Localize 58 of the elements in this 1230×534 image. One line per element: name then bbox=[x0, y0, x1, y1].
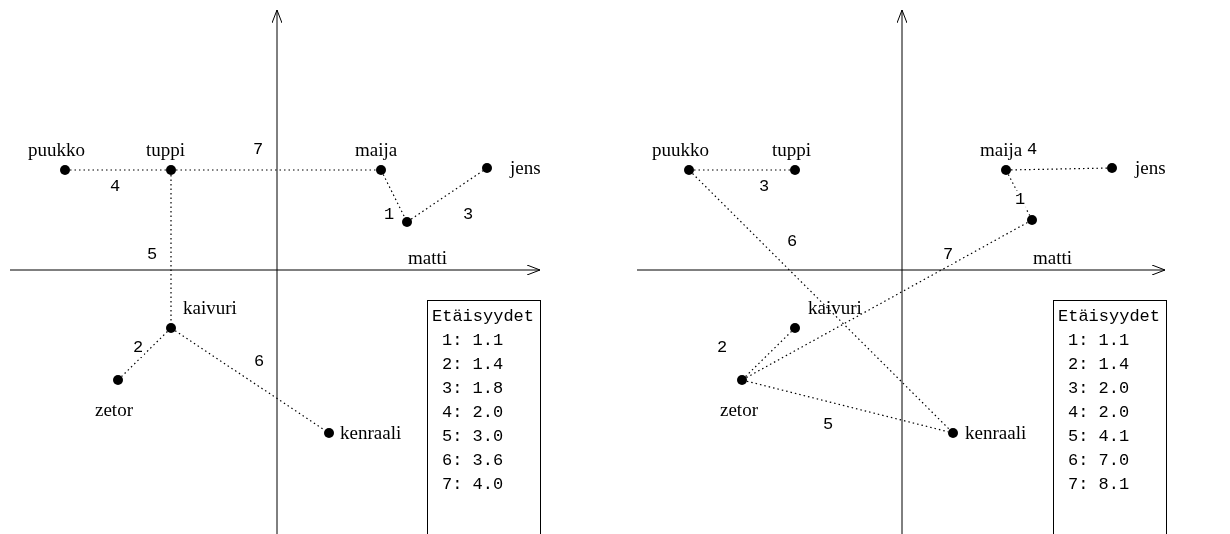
table-row: 5: 4.1 bbox=[1068, 427, 1130, 447]
dotted-line bbox=[1010, 167, 1108, 171]
data-point bbox=[1107, 158, 1166, 178]
dotted-line bbox=[382, 173, 406, 219]
table-row: 6: 3.6 bbox=[442, 451, 504, 471]
table-row: 1: 1.1 bbox=[442, 331, 504, 351]
table-row: 1: 1.1 bbox=[1068, 331, 1130, 351]
point-label: kaivuri bbox=[183, 298, 237, 318]
dotted-line bbox=[691, 172, 951, 431]
data-point bbox=[146, 140, 186, 175]
point-label: kaivuri bbox=[808, 298, 862, 318]
table-row: 3: 2.0 bbox=[1068, 379, 1130, 399]
data-point bbox=[772, 140, 812, 175]
dotted-line bbox=[745, 221, 1029, 379]
point-label: maija bbox=[355, 140, 398, 160]
point-label: kenraali bbox=[965, 423, 1027, 443]
table-row: 5: 3.0 bbox=[442, 427, 504, 447]
dotted-line bbox=[1007, 173, 1031, 217]
dotted-line bbox=[693, 169, 791, 171]
table-row: 2: 1.4 bbox=[1068, 355, 1130, 375]
table-heading: Etäisyydet bbox=[1058, 307, 1161, 327]
point-label: kenraali bbox=[340, 423, 402, 443]
point-label: jens bbox=[1135, 158, 1166, 178]
dotted-line bbox=[170, 174, 172, 324]
point-label: tuppi bbox=[146, 140, 186, 160]
point-label: matti bbox=[1033, 248, 1073, 268]
data-point bbox=[652, 140, 709, 175]
table-heading: Etäisyydet bbox=[432, 307, 535, 327]
point-label: maija bbox=[980, 140, 1023, 160]
data-point bbox=[166, 298, 237, 333]
point-label: zetor bbox=[95, 400, 133, 420]
table-row: 4: 2.0 bbox=[1068, 403, 1130, 423]
table-row: 3: 1.8 bbox=[442, 379, 504, 399]
edge-label: 7 bbox=[941, 246, 955, 264]
distance-table bbox=[1053, 300, 1167, 534]
point-label: zetor bbox=[720, 400, 758, 420]
data-point bbox=[482, 158, 541, 178]
dotted-line bbox=[174, 330, 326, 431]
edge-label: 1 bbox=[1013, 191, 1027, 209]
point-label: jens bbox=[510, 158, 541, 178]
table-row: 4: 2.0 bbox=[442, 403, 504, 423]
point-label: puukko bbox=[28, 140, 85, 160]
data-point bbox=[355, 140, 398, 175]
table-row: 6: 7.0 bbox=[1068, 451, 1130, 471]
point-label: puukko bbox=[652, 140, 709, 160]
table-row: 2: 1.4 bbox=[442, 355, 504, 375]
table-row: 7: 4.0 bbox=[442, 475, 504, 495]
distance-table bbox=[427, 300, 541, 534]
dotted-line bbox=[744, 330, 793, 378]
data-point bbox=[980, 140, 1023, 175]
dotted-line bbox=[175, 169, 377, 171]
point-label: matti bbox=[408, 248, 448, 268]
point-label: tuppi bbox=[772, 140, 812, 160]
edge-label: 2 bbox=[131, 339, 145, 357]
data-point bbox=[790, 298, 862, 333]
dotted-line bbox=[69, 169, 167, 171]
data-point bbox=[28, 140, 85, 175]
table-row: 7: 8.1 bbox=[1068, 475, 1130, 495]
